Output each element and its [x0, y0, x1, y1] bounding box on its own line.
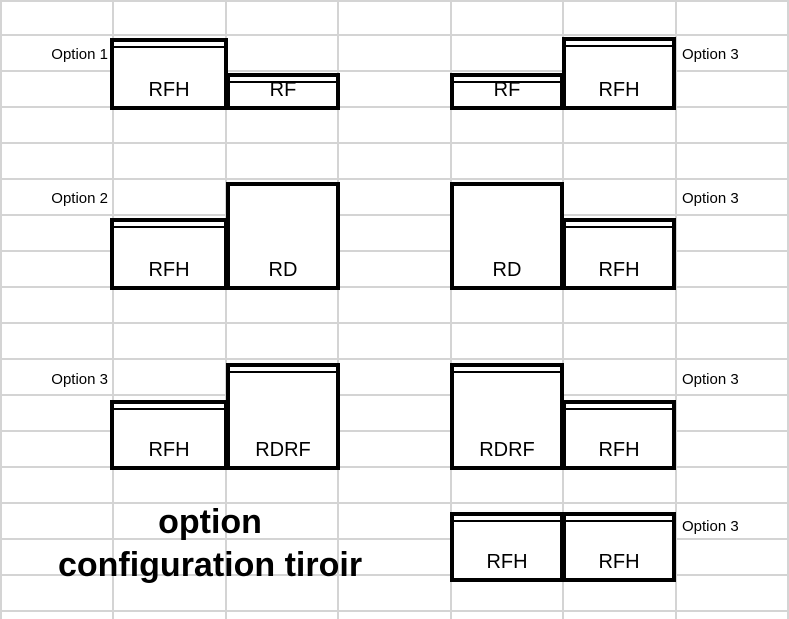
drawer-box-label: RD: [268, 259, 298, 281]
grid-row-line-6: [0, 214, 789, 216]
drawer-box[interactable]: RD: [450, 182, 564, 290]
drawer-box-label: RFH: [148, 259, 190, 281]
drawer-box[interactable]: RFH: [110, 38, 228, 110]
option-label: Option 1: [51, 46, 108, 63]
drawer-box-label: RD: [492, 259, 522, 281]
drawer-box-label: RF: [493, 79, 521, 101]
option-label: Option 3: [682, 46, 739, 63]
option-label: Option 3: [51, 371, 108, 388]
drawer-box-label: RFH: [148, 79, 190, 101]
drawer-box-label: RDRF: [479, 439, 535, 461]
caption-line-1: option: [158, 503, 262, 541]
drawer-box[interactable]: RD: [226, 182, 340, 290]
drawer-box-label: RFH: [598, 551, 640, 573]
drawer-box-label: RFH: [598, 259, 640, 281]
drawer-box[interactable]: RDRF: [226, 363, 340, 470]
drawer-box[interactable]: RFH: [450, 512, 564, 582]
drawer-box[interactable]: RF: [226, 73, 340, 110]
drawer-box[interactable]: RFH: [562, 512, 676, 582]
option-label: Option 3: [682, 518, 739, 535]
drawer-box-label: RFH: [486, 551, 528, 573]
grid-row-line-9: [0, 322, 789, 324]
grid-row-line-4: [0, 142, 789, 144]
drawer-box[interactable]: RF: [450, 73, 564, 110]
drawer-box-label: RDRF: [255, 439, 311, 461]
grid-row-line-5: [0, 178, 789, 180]
caption-line-2: configuration tiroir: [57, 546, 363, 584]
grid-row-line-1: [0, 34, 789, 36]
option-label: Option 3: [682, 371, 739, 388]
drawer-box-label: RF: [269, 79, 297, 101]
grid-row-line-17: [0, 610, 789, 612]
grid-row-line-11: [0, 394, 789, 396]
drawer-box[interactable]: RFH: [110, 218, 228, 290]
drawer-box[interactable]: RFH: [562, 37, 676, 110]
drawer-box[interactable]: RFH: [110, 400, 228, 470]
drawer-box[interactable]: RFH: [562, 218, 676, 290]
drawer-box-label: RFH: [148, 439, 190, 461]
grid-row-line-0: [0, 0, 789, 2]
option-label: Option 3: [682, 190, 739, 207]
option-label: Option 2: [51, 190, 108, 207]
drawer-box[interactable]: RDRF: [450, 363, 564, 470]
drawer-box-label: RFH: [598, 439, 640, 461]
drawer-box[interactable]: RFH: [562, 400, 676, 470]
drawer-box-label: RFH: [598, 79, 640, 101]
grid-row-line-10: [0, 358, 789, 360]
